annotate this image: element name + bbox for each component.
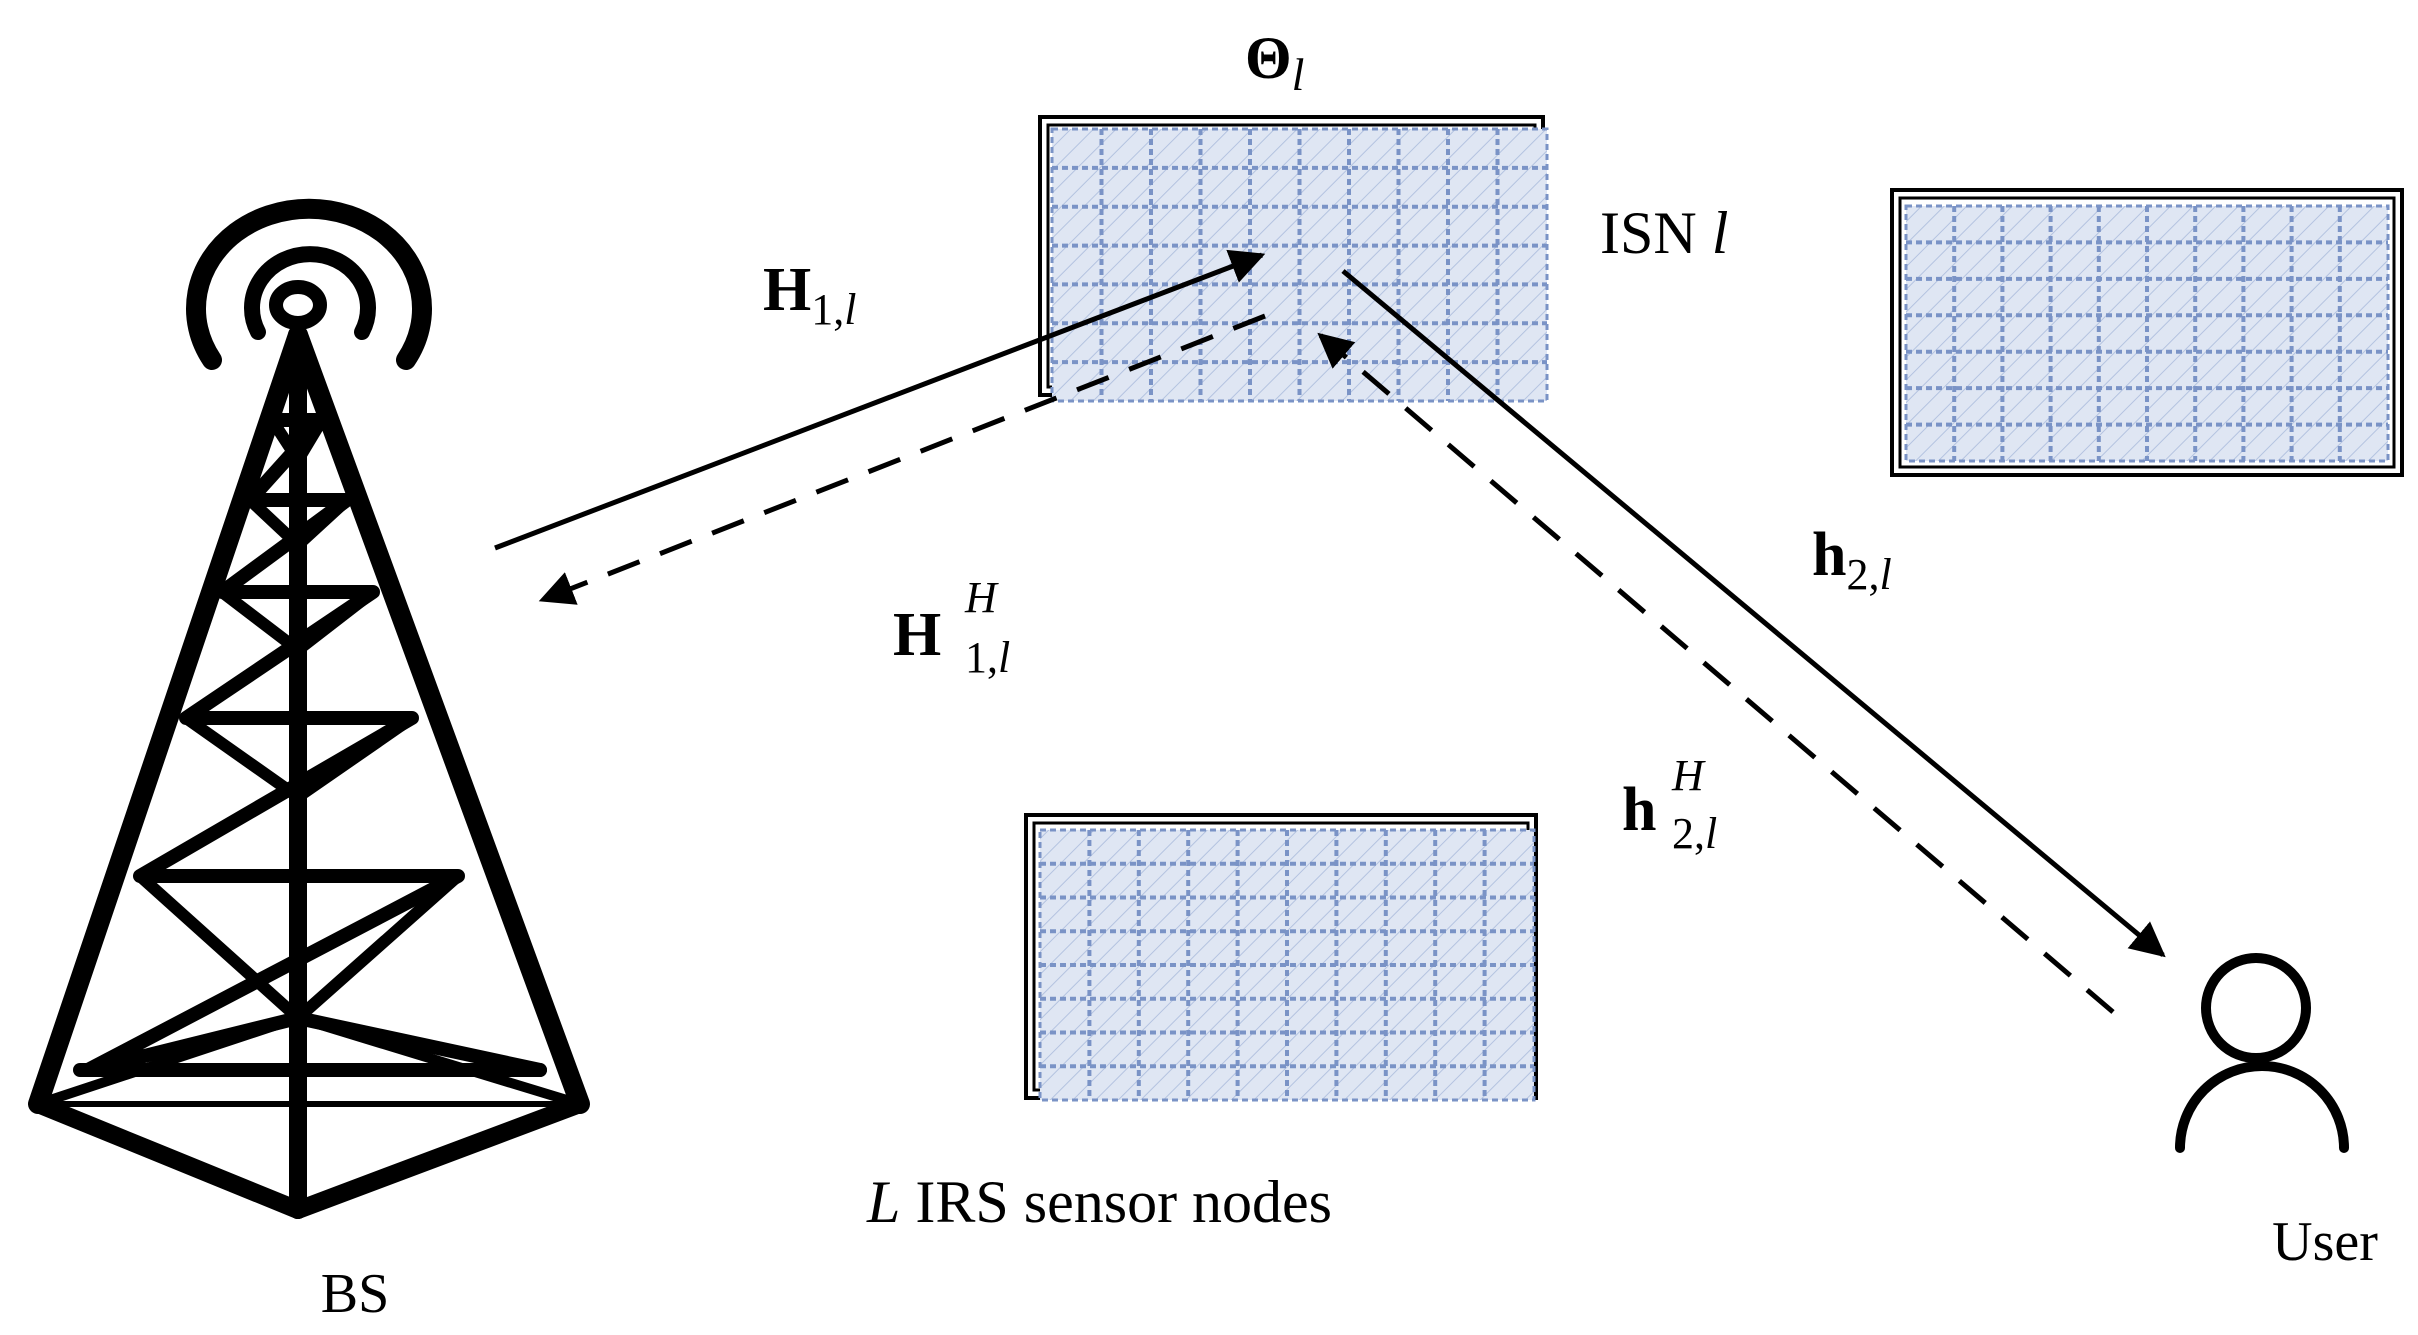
isn-label: ISN l — [1600, 200, 1728, 266]
channel-h1-label: H1,l — [763, 256, 856, 334]
channel-h1-arrow — [494, 249, 1266, 551]
cell-tower-icon — [28, 198, 590, 1219]
channel-h2-hermitian-arrow — [1317, 332, 2115, 1014]
channel-h1-hermitian-sub: 1,l — [965, 633, 1010, 682]
user-label: User — [2272, 1211, 2378, 1273]
channel-h2-arrow — [1341, 269, 2166, 958]
nodes-caption: L IRS sensor nodes — [866, 1169, 1332, 1235]
channel-h1-hermitian-label: H — [893, 601, 941, 669]
irs-panel-isn-l — [1038, 115, 1549, 403]
theta-label: Θl — [1245, 25, 1304, 100]
irs-panel-right — [1890, 188, 2404, 477]
irs-panel-bottom — [1024, 813, 1538, 1102]
channel-h2-hermitian-label: h — [1622, 776, 1656, 844]
channel-h1-hermitian-sup: H — [964, 573, 999, 622]
channel-h1-hermitian-arrow — [538, 313, 1266, 605]
bs-label: BS — [321, 1263, 390, 1325]
channel-h2-hermitian-sup: H — [1671, 751, 1706, 800]
user-icon — [2175, 953, 2349, 1153]
channel-h2-label: h2,l — [1812, 521, 1892, 599]
channel-h2-hermitian-sub: 2,l — [1672, 809, 1717, 858]
